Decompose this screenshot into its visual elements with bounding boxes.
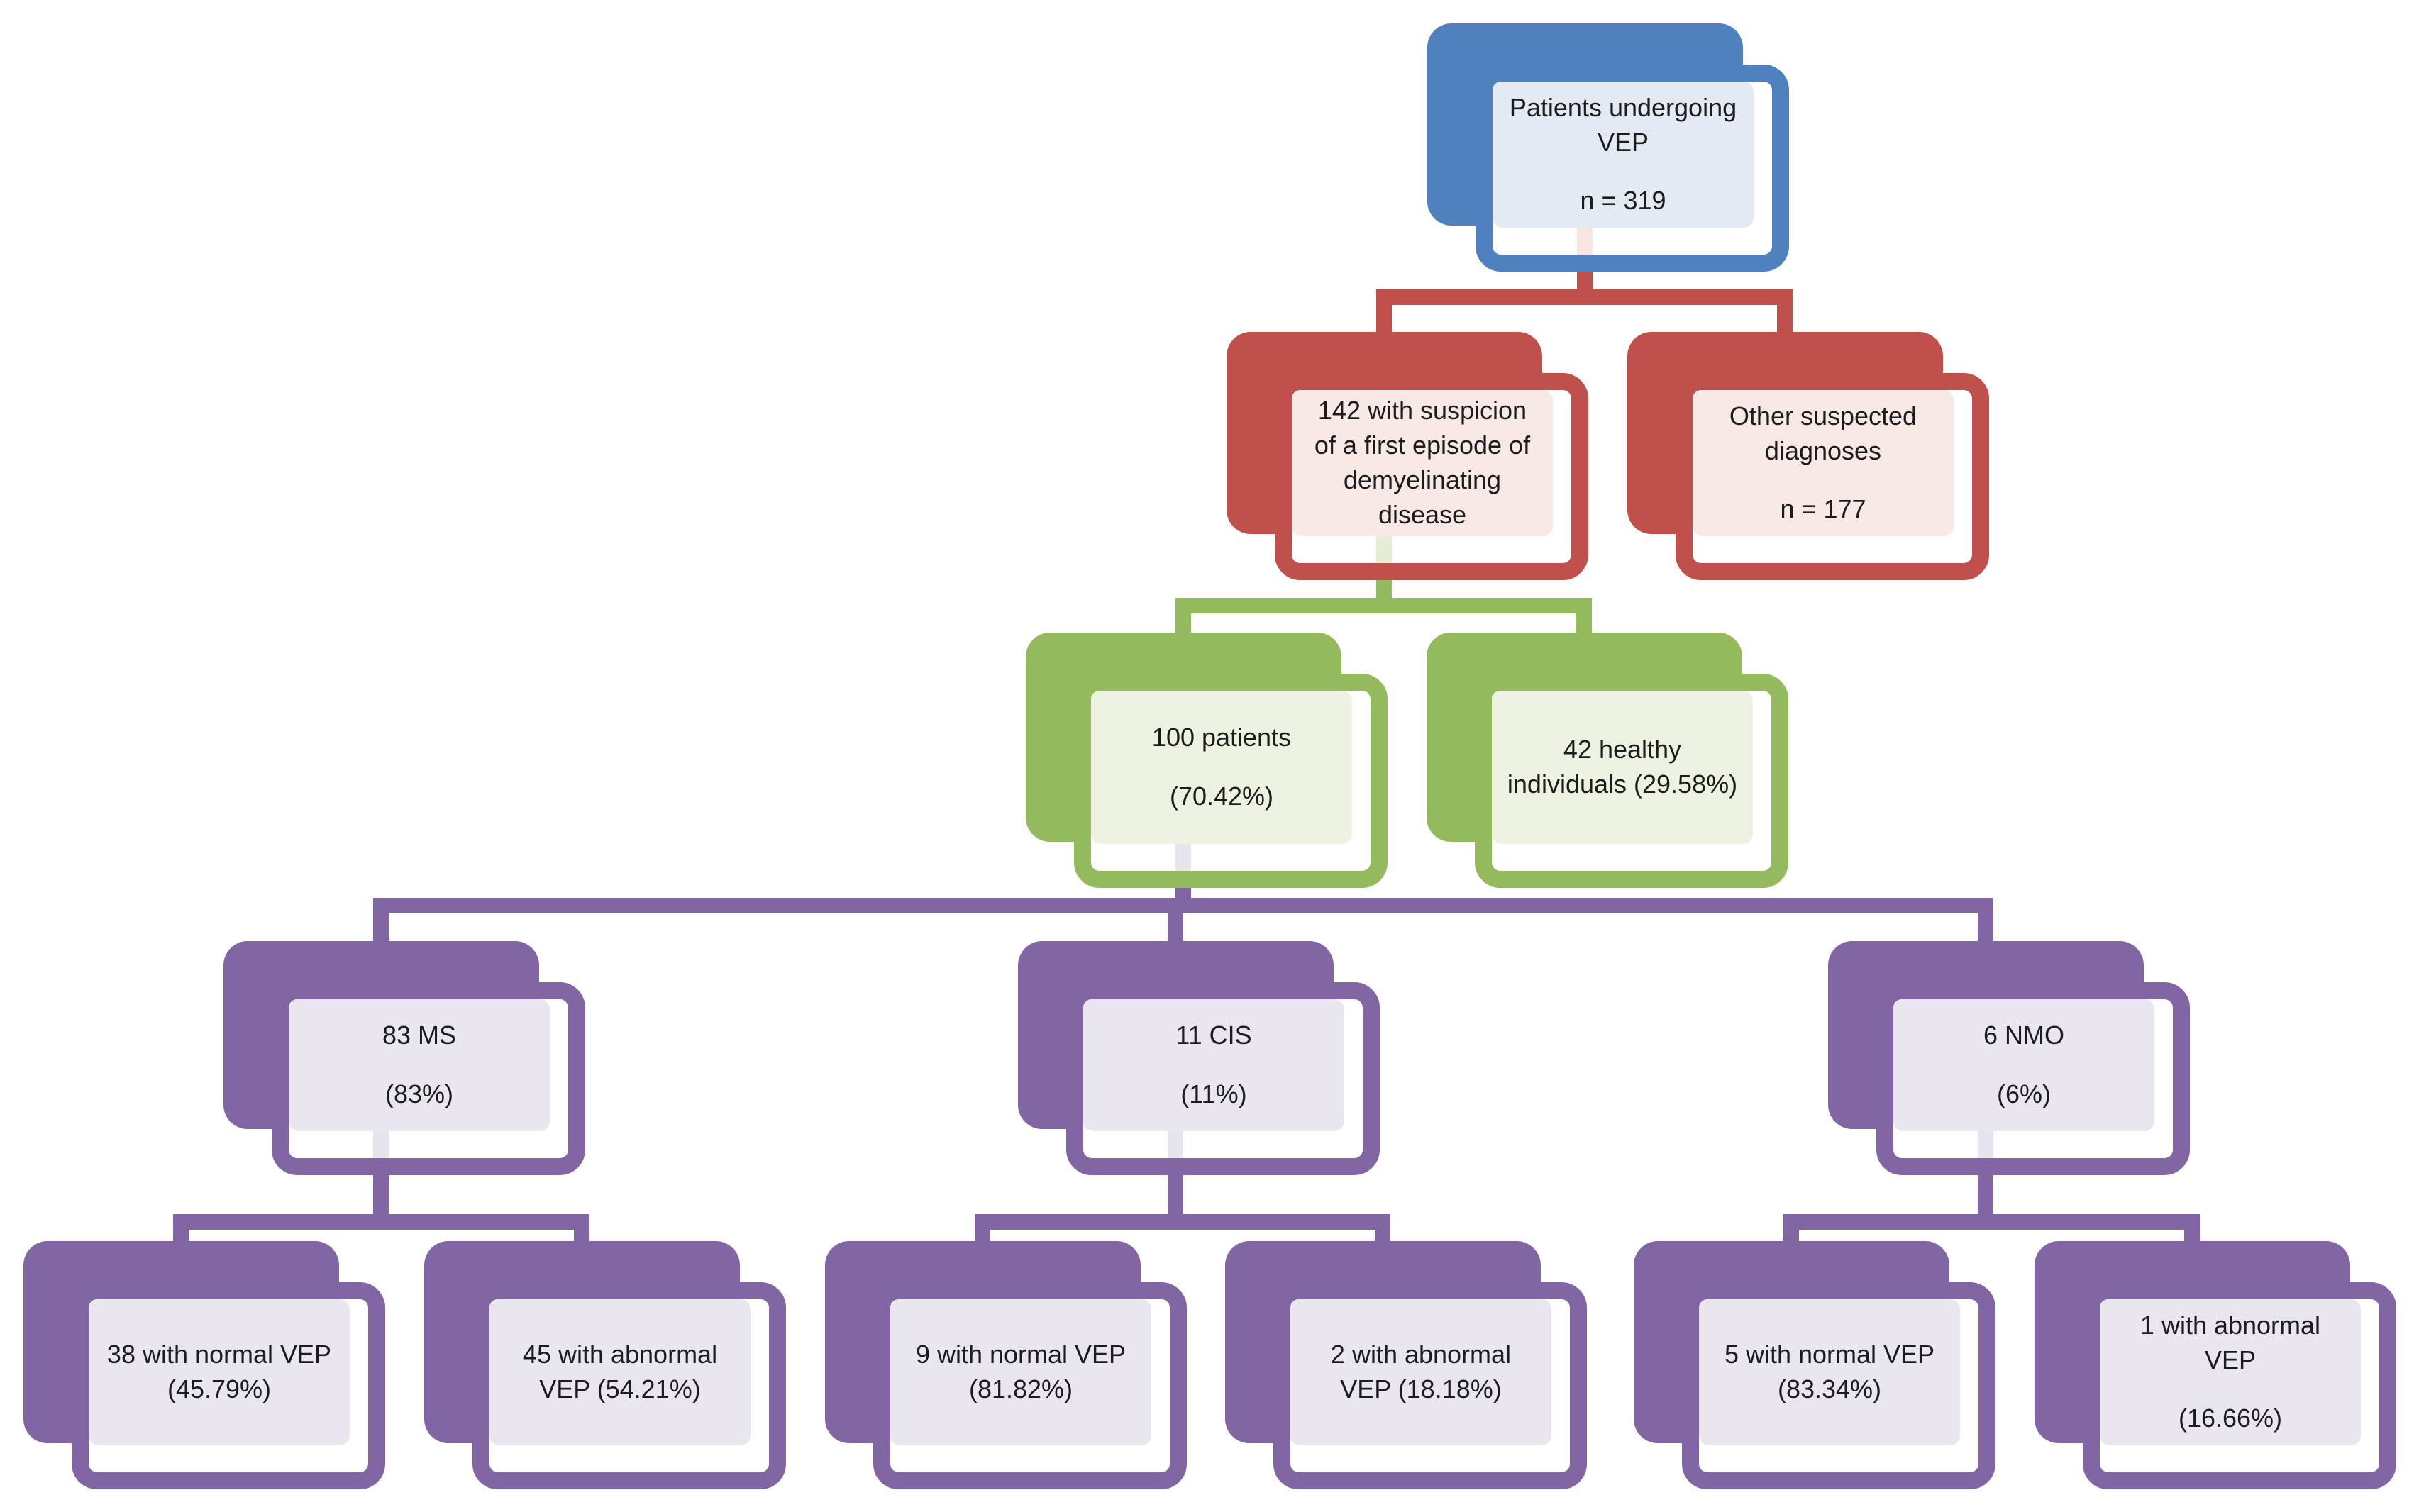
connector-cis-drop-left	[975, 1230, 990, 1241]
connector-ms-drop-left	[173, 1230, 189, 1241]
card-front-panel: 6 NMO (6%)	[1876, 982, 2190, 1175]
node-label: 42 healthy individuals (29.58%)	[1507, 735, 1738, 799]
card-front-panel: Other suspected diagnoses n = 177	[1676, 373, 1989, 580]
card-text-area: 11 CIS (11%)	[1083, 999, 1344, 1131]
card-text-area: 42 healthy individuals (29.58%)	[1492, 691, 1753, 844]
connector-purple-drop-ms	[373, 913, 389, 941]
connector-red-bar	[1376, 289, 1793, 305]
card-front-panel: 83 MS (83%)	[272, 982, 585, 1175]
node-label: 38 with normal VEP (45.79%)	[106, 1340, 332, 1403]
connector-purple-drop-nmo	[1978, 913, 1993, 941]
card-text-area: 2 with abnormal VEP (18.18%)	[1290, 1299, 1551, 1445]
node-other-suspected-diagnoses: Other suspected diagnoses n = 177	[1627, 332, 1989, 580]
connector-nmo-stem	[1978, 1175, 1993, 1216]
connector-suspicion-stem	[1376, 580, 1392, 599]
node-label: 83 MS	[382, 1021, 457, 1050]
connector-cis-drop-right	[1375, 1230, 1390, 1241]
card-text-area: 142 with suspicion of a first episode of…	[1292, 390, 1553, 536]
node-patients-undergoing-vep: Patients undergoing VEP n = 319	[1427, 23, 1789, 272]
connector-stub-tint	[1168, 1131, 1183, 1158]
node-count: n = 177	[1780, 494, 1866, 524]
node-label: 100 patients	[1151, 723, 1292, 752]
connector-purple-main-bar	[373, 898, 1993, 913]
node-11-cis: 11 CIS (11%)	[1018, 941, 1380, 1175]
card-text-area: 1 with abnormal VEP (16.66%)	[2100, 1299, 2361, 1445]
card-front-panel: 142 with suspicion of a first episode of…	[1275, 373, 1588, 580]
connector-ms-bar	[173, 1214, 589, 1230]
node-label: 5 with normal VEP (83.34%)	[1724, 1340, 1935, 1403]
card-front-panel: 38 with normal VEP (45.79%)	[72, 1282, 385, 1489]
connector-nmo-drop-left	[1783, 1230, 1799, 1241]
node-6-nmo: 6 NMO (6%)	[1828, 941, 2190, 1175]
connector-root-stem	[1577, 272, 1593, 291]
connector-cis-bar	[975, 1214, 1390, 1230]
node-percent: (83%)	[384, 1079, 454, 1108]
node-label: 9 with normal VEP (81.82%)	[915, 1340, 1127, 1403]
node-label: Other suspected diagnoses	[1729, 401, 1917, 465]
connector-nmo-bar	[1783, 1214, 2200, 1230]
node-percent: (70.42%)	[1169, 782, 1274, 811]
node-label: 2 with abnormal VEP (18.18%)	[1330, 1340, 1512, 1403]
card-text-area: 6 NMO (6%)	[1893, 999, 2154, 1131]
card-front-panel: 2 with abnormal VEP (18.18%)	[1273, 1282, 1587, 1489]
connector-purple-drop-cis	[1168, 913, 1183, 941]
node-42-healthy-individuals: 42 healthy individuals (29.58%)	[1427, 633, 1788, 888]
node-2-abnormal-vep: 2 with abnormal VEP (18.18%)	[1225, 1241, 1587, 1489]
card-front-panel: Patients undergoing VEP n = 319	[1476, 65, 1789, 272]
card-text-area: 5 with normal VEP (83.34%)	[1699, 1299, 1960, 1445]
card-text-area: 9 with normal VEP (81.82%)	[890, 1299, 1151, 1445]
connector-stub-tint	[1175, 844, 1191, 871]
node-83-ms: 83 MS (83%)	[223, 941, 585, 1175]
node-percent: (16.66%)	[2178, 1403, 2283, 1433]
connector-red-drop-left	[1376, 305, 1392, 333]
card-front-panel: 5 with normal VEP (83.34%)	[1682, 1282, 1995, 1489]
node-100-patients: 100 patients (70.42%)	[1026, 633, 1388, 888]
connector-green-drop-left	[1175, 613, 1191, 633]
card-text-area: Other suspected diagnoses n = 177	[1693, 390, 1954, 536]
node-9-normal-vep: 9 with normal VEP (81.82%)	[825, 1241, 1187, 1489]
node-label: 11 CIS	[1175, 1021, 1252, 1050]
card-front-panel: 9 with normal VEP (81.82%)	[873, 1282, 1187, 1489]
node-142-suspicion-demyelinating: 142 with suspicion of a first episode of…	[1227, 332, 1588, 580]
card-front-panel: 45 with abnormal VEP (54.21%)	[472, 1282, 786, 1489]
node-label: Patients undergoing VEP	[1509, 92, 1737, 157]
connector-ms-drop-right	[574, 1230, 589, 1241]
connector-green-drop-right	[1576, 613, 1592, 633]
node-label: 142 with suspicion of a first episode of…	[1314, 396, 1531, 529]
card-front-panel: 100 patients (70.42%)	[1074, 674, 1388, 888]
node-5-normal-vep: 5 with normal VEP (83.34%)	[1634, 1241, 1995, 1489]
card-text-area: 45 with abnormal VEP (54.21%)	[489, 1299, 751, 1445]
node-label: 6 NMO	[1983, 1021, 2064, 1050]
card-text-area: Patients undergoing VEP n = 319	[1493, 82, 1754, 228]
connector-green-bar	[1175, 598, 1592, 613]
node-percent: (11%)	[1180, 1079, 1247, 1108]
node-label: 45 with abnormal VEP (54.21%)	[522, 1340, 718, 1403]
connector-cis-stem	[1168, 1175, 1183, 1216]
connector-stub-tint	[1577, 228, 1593, 255]
connector-stub-tint	[1376, 536, 1392, 563]
connector-red-drop-right	[1777, 305, 1793, 333]
card-front-panel: 1 with abnormal VEP (16.66%)	[2083, 1282, 2396, 1489]
connector-ms-stem	[373, 1175, 389, 1216]
connector-nmo-drop-right	[2184, 1230, 2200, 1241]
card-front-panel: 11 CIS (11%)	[1066, 982, 1380, 1175]
card-text-area: 83 MS (83%)	[289, 999, 550, 1131]
card-text-area: 38 with normal VEP (45.79%)	[89, 1299, 350, 1445]
node-count: n = 319	[1580, 186, 1666, 216]
card-text-area: 100 patients (70.42%)	[1091, 691, 1352, 844]
connector-stub-tint	[373, 1131, 389, 1158]
card-front-panel: 42 healthy individuals (29.58%)	[1475, 674, 1788, 888]
node-percent: (6%)	[1996, 1079, 2051, 1108]
node-45-abnormal-vep: 45 with abnormal VEP (54.21%)	[424, 1241, 786, 1489]
connector-patients-stem	[1175, 888, 1191, 899]
node-38-normal-vep: 38 with normal VEP (45.79%)	[23, 1241, 385, 1489]
node-1-abnormal-vep: 1 with abnormal VEP (16.66%)	[2035, 1241, 2396, 1489]
node-label: 1 with abnormal VEP	[2140, 1310, 2321, 1374]
connector-stub-tint	[1978, 1131, 1993, 1158]
